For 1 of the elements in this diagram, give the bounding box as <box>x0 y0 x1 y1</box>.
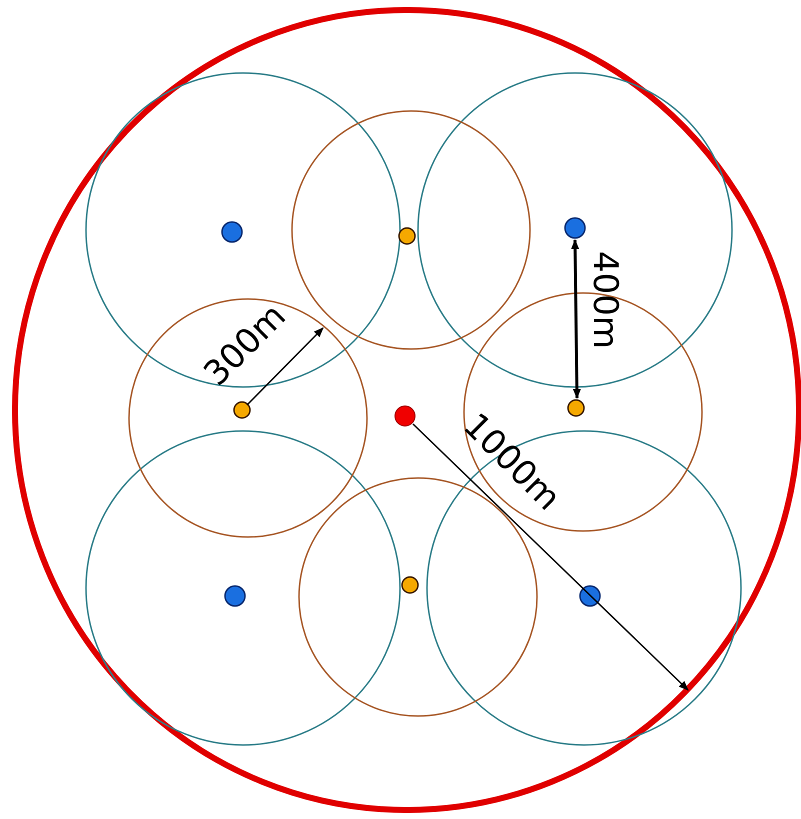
dimension-label: 400m <box>588 251 622 349</box>
